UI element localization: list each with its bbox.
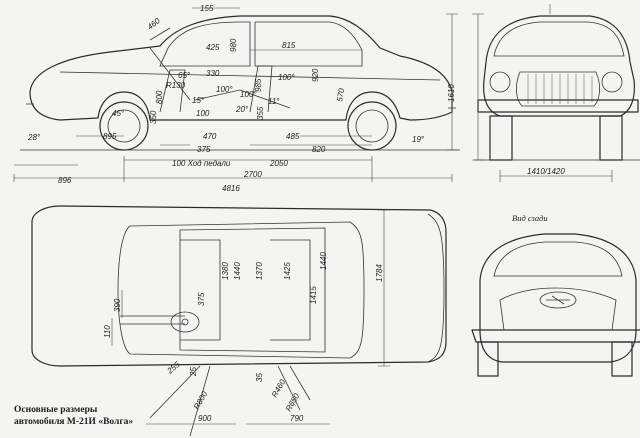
dim-2050: 2050	[269, 159, 288, 168]
dim-800: 800	[155, 90, 164, 104]
angle-28: 28°	[27, 133, 41, 142]
pedal-travel: 100 Ход педали	[172, 159, 231, 168]
dim-330: 330	[206, 69, 220, 78]
angle-11: 11°	[268, 97, 280, 106]
dim-1425: 1425	[283, 262, 292, 280]
dim-25: 25	[189, 367, 198, 377]
dim-570: 570	[335, 87, 346, 102]
dim-820: 820	[312, 145, 326, 154]
dim-track: 1410/1420	[527, 167, 565, 176]
dim-1380: 1380	[221, 262, 230, 280]
dim-110: 110	[103, 325, 112, 338]
dim-790: 790	[290, 414, 304, 423]
dim-255: 255	[165, 360, 182, 376]
dim-1784: 1784	[375, 264, 384, 282]
top-view	[31, 205, 447, 437]
dim-2700: 2700	[243, 170, 262, 179]
dim-460: 460	[146, 16, 162, 32]
dim-815: 815	[282, 41, 296, 50]
dim-1440b: 1440	[319, 252, 328, 270]
dim-920: 920	[311, 68, 320, 82]
dim-355: 355	[256, 106, 265, 120]
radius-650: R650	[284, 391, 302, 413]
dim-350: 350	[149, 110, 158, 124]
angle-19: 19°	[412, 135, 425, 144]
dim-1370: 1370	[255, 262, 264, 280]
dim-155: 155	[200, 4, 214, 13]
dim-985: 985	[254, 78, 263, 92]
dim-1610: 1610	[447, 84, 456, 102]
angle-100a: 100°	[216, 85, 233, 94]
caption-line-2: автомобиля М-21И «Волга»	[14, 416, 133, 427]
angle-100c: 100°	[240, 90, 257, 99]
dim-425: 425	[206, 43, 220, 52]
rear-view	[471, 233, 640, 377]
caption-line-1: Основные размеры	[14, 405, 98, 415]
dim-4816: 4816	[222, 184, 240, 193]
radius-130: R130	[166, 81, 186, 90]
dim-1440a: 1440	[233, 262, 242, 280]
side-view	[13, 7, 460, 182]
dim-980: 980	[229, 38, 238, 52]
dim-895: 895	[103, 132, 117, 141]
dim-900: 900	[198, 414, 212, 423]
dim-35: 35	[255, 373, 264, 382]
dim-1415: 1415	[309, 286, 318, 304]
dim-485: 485	[286, 132, 300, 141]
rear-view-label: Вид сзади	[512, 213, 548, 223]
dim-375-top: 375	[197, 292, 206, 306]
dim-375: 375	[197, 145, 211, 154]
front-view	[472, 4, 640, 182]
angle-45: 45°	[112, 109, 125, 118]
dim-470: 470	[203, 132, 217, 141]
dim-390: 390	[113, 298, 122, 312]
angle-20: 20°	[235, 105, 249, 114]
angle-100d: 100°	[278, 73, 295, 82]
angle-65: 65°	[178, 71, 191, 80]
radius-800: R800	[192, 389, 210, 411]
angle-15: 15°	[192, 96, 205, 105]
dim-896: 896	[58, 176, 72, 185]
dim-100b: 100	[196, 109, 210, 118]
